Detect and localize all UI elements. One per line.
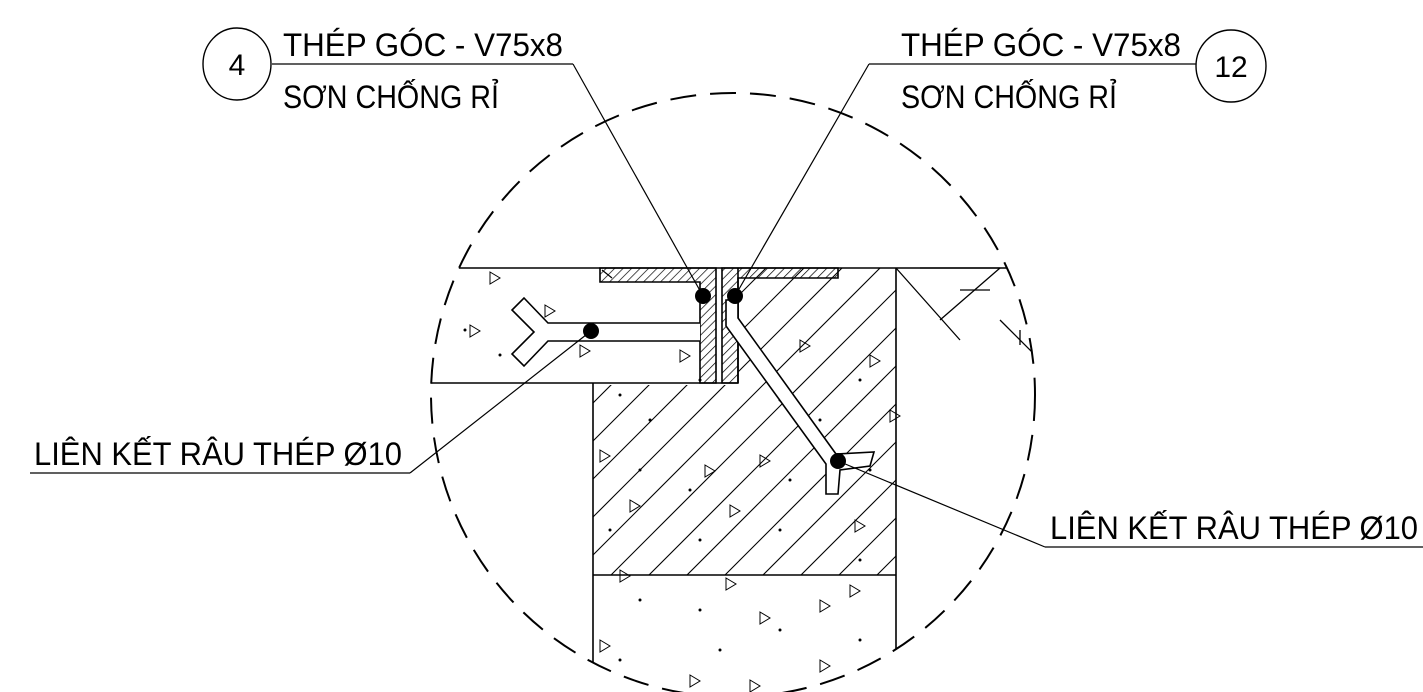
label-angle-right-2: SƠN CHỐNG RỈ [901, 79, 1117, 115]
rebar-anchor-left [510, 296, 700, 368]
callout-number-4: 4 [229, 49, 246, 82]
concrete-aggregate [463, 271, 901, 692]
steel-angle-left [599, 267, 717, 384]
callout-bubble-4: 4 [202, 27, 272, 101]
section-body [431, 267, 1035, 692]
label-rebar-right: LIÊN KẾT RÂU THÉP Ø10 [1050, 510, 1418, 546]
steel-angle-right [721, 267, 839, 384]
callout-number-12: 12 [1214, 51, 1247, 84]
leader-lines [30, 63, 1423, 548]
detail-boundary-circle [430, 92, 1036, 692]
beam-hatching [593, 268, 896, 575]
label-angle-right-1: THÉP GÓC - V75x8 [901, 27, 1181, 63]
label-angle-left-2: SƠN CHỐNG RỈ [283, 79, 499, 115]
ground-hatch [895, 267, 1035, 361]
label-rebar-left: LIÊN KẾT RÂU THÉP Ø10 [34, 436, 402, 472]
callout-bubble-12: 12 [1195, 29, 1267, 103]
label-angle-left-1: THÉP GÓC - V75x8 [283, 27, 563, 63]
rebar-anchor-right [725, 299, 876, 495]
